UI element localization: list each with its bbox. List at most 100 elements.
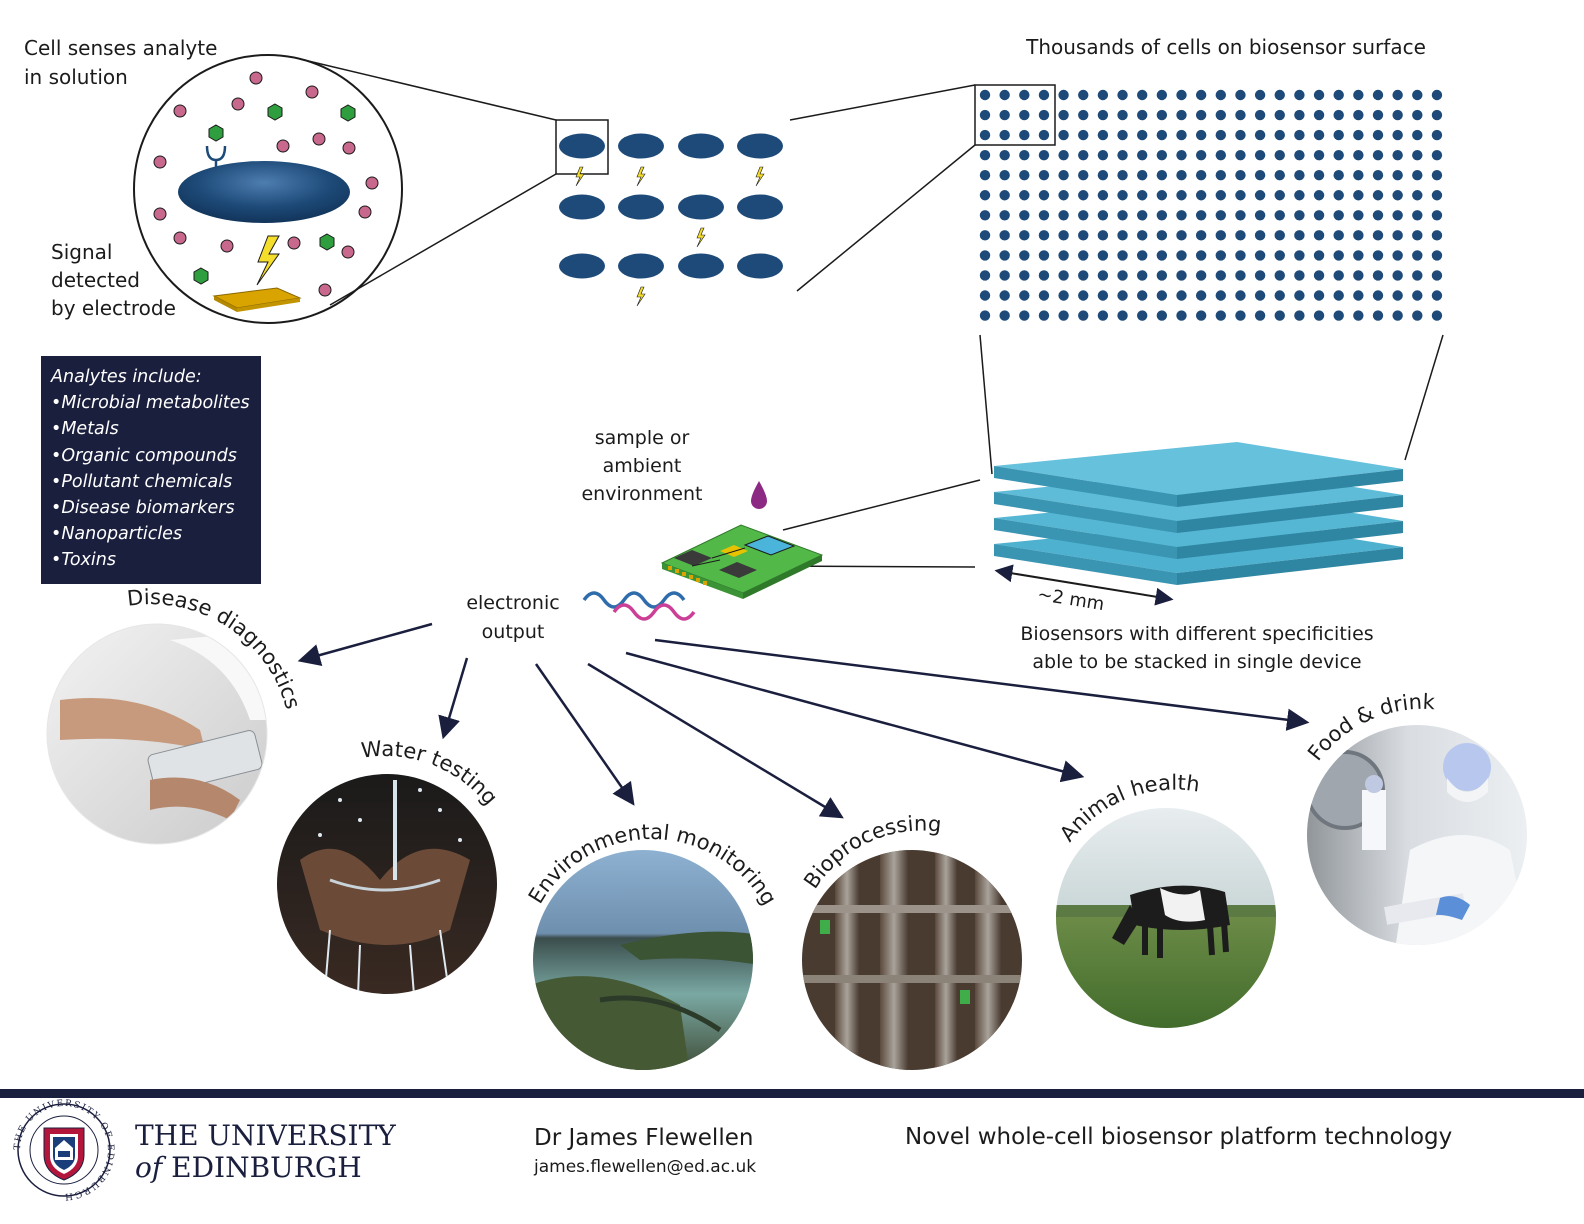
- cell-dot: [1137, 250, 1148, 261]
- cell-dot: [1137, 290, 1148, 301]
- cell-dot: [1137, 310, 1148, 321]
- cell-dot: [1333, 170, 1344, 181]
- cell-dot: [1156, 210, 1168, 221]
- cell-dot: [1019, 89, 1030, 101]
- cell-dot: [1353, 230, 1364, 241]
- cell-dot: [1392, 149, 1403, 161]
- cell-dot: [1353, 290, 1364, 301]
- cell-dot: [1313, 190, 1325, 201]
- lab-photo: [1307, 725, 1527, 945]
- analyte-item: Toxins: [51, 547, 261, 573]
- cell-dot: [1097, 190, 1109, 201]
- cell-dot: [1215, 290, 1227, 301]
- water-photo: [277, 774, 497, 994]
- cell-dot: [1097, 210, 1109, 221]
- small-bolts: [575, 166, 765, 307]
- cell-dot: [1117, 230, 1128, 241]
- cell-dot: [999, 230, 1010, 241]
- cell-dot: [999, 129, 1010, 141]
- cell-dot: [1294, 129, 1305, 141]
- cell-dot: [1254, 310, 1266, 321]
- stack-caption-2: able to be stacked in single device: [1032, 651, 1361, 673]
- cell-dot: [1058, 109, 1069, 121]
- cell-dot: [1353, 310, 1364, 321]
- cell-dot: [999, 210, 1010, 221]
- cell-dot: [1019, 170, 1030, 181]
- cell-dot: [1274, 89, 1285, 101]
- cell-dot: [1195, 89, 1207, 101]
- output-label-2: output: [482, 621, 545, 643]
- university-line-1: THE UNIVERSITY: [135, 1119, 396, 1152]
- cell-dot: [1254, 89, 1266, 101]
- cell-dot: [1274, 250, 1285, 261]
- cell-dot: [1294, 310, 1305, 321]
- cell-dot: [1117, 210, 1128, 221]
- cell-dot: [1215, 210, 1227, 221]
- cell-dot: [1137, 129, 1148, 141]
- cell-dot: [1058, 310, 1069, 321]
- cow-photo: [1056, 808, 1276, 1028]
- cell-dot: [1078, 250, 1089, 261]
- cell-dot: [1038, 290, 1050, 301]
- cell-dot: [1313, 310, 1325, 321]
- cell-dot: [1117, 129, 1128, 141]
- cell-dot: [1019, 109, 1030, 121]
- cell-small: [559, 253, 605, 279]
- cell-dot: [1372, 89, 1384, 101]
- cell-dot: [1235, 210, 1246, 221]
- cell-dot: [1274, 310, 1285, 321]
- cell-dot: [1019, 129, 1030, 141]
- cell-dot: [1274, 190, 1285, 201]
- cell-dot: [1431, 230, 1443, 241]
- cell-dot: [1431, 270, 1443, 281]
- cell-dot: [1313, 170, 1325, 181]
- cell-dot: [1078, 290, 1089, 301]
- cell-dot: [1176, 89, 1187, 101]
- dimension-arrow: [994, 564, 1174, 606]
- cell-dot: [1333, 149, 1344, 161]
- cell-dot: [1431, 310, 1443, 321]
- author-email[interactable]: james.flewellen@ed.ac.uk: [534, 1157, 757, 1177]
- sensor-chip: sample or ambient environment electronic…: [466, 427, 824, 643]
- author-name: Dr James Flewellen: [534, 1125, 754, 1151]
- cell-dot: [1038, 310, 1050, 321]
- sample-label-3: environment: [581, 483, 702, 505]
- cell-dot: [1038, 190, 1050, 201]
- application-food: Food & drink: [1303, 690, 1527, 945]
- cell-dot: [1156, 310, 1168, 321]
- cell-dot: [1412, 310, 1423, 321]
- cell-dot: [1333, 310, 1344, 321]
- cell-dot: [1215, 89, 1227, 101]
- cell-dot: [1372, 210, 1384, 221]
- cell-dot: [1195, 270, 1207, 281]
- cell-dot: [1313, 89, 1325, 101]
- cell-small: [618, 194, 664, 220]
- cell-dot: [999, 109, 1010, 121]
- cell-dot: [1412, 210, 1423, 221]
- analyte-item: Microbial metabolites: [51, 390, 261, 416]
- output-arrows: [297, 622, 1310, 819]
- cell-dot: [1097, 170, 1109, 181]
- cell-dot: [1058, 170, 1069, 181]
- cell-dot: [979, 270, 991, 281]
- cell-dot: [1431, 89, 1443, 101]
- cell-dot: [1117, 290, 1128, 301]
- cell-dot: [1038, 270, 1050, 281]
- cell-dot: [999, 310, 1010, 321]
- cell-dot: [1019, 230, 1030, 241]
- application-bioprocessing: Bioprocessing: [799, 812, 1022, 1070]
- cell-dot: [1313, 210, 1325, 221]
- cell-dot: [1176, 230, 1187, 241]
- cell-dot: [1313, 250, 1325, 261]
- cell-array-small: [555, 119, 783, 307]
- cell-dot: [1294, 250, 1305, 261]
- cell-dot: [1097, 129, 1109, 141]
- university-of: of: [135, 1151, 163, 1184]
- cell-dot: [1176, 149, 1187, 161]
- project-title: Novel whole-cell biosensor platform tech…: [905, 1124, 1453, 1150]
- cell-dot: [1353, 210, 1364, 221]
- cell-dot: [1195, 109, 1207, 121]
- biosensor-stack: ~2 mm Biosensors with different specific…: [994, 442, 1403, 673]
- cell-dot: [1274, 210, 1285, 221]
- cell-dot: [1195, 290, 1207, 301]
